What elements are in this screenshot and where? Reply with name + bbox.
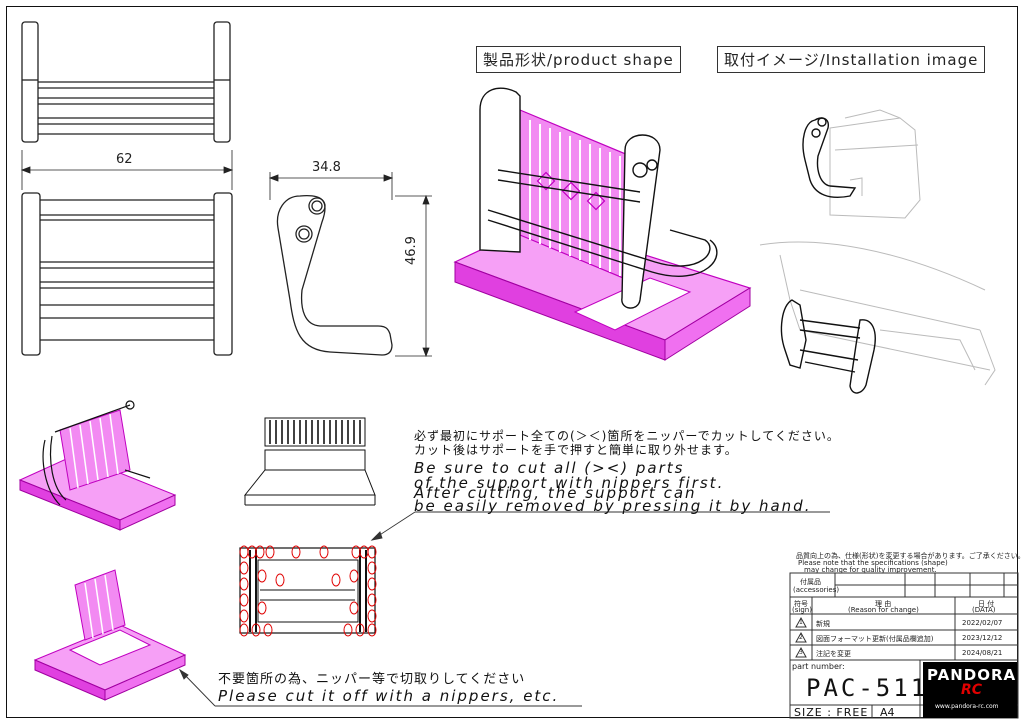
side-profile [276, 194, 393, 356]
reason-header-en: (Reason for change) [848, 606, 919, 614]
part-dimension-lines [268, 172, 432, 358]
date-header-jp: 日 付 [978, 600, 995, 608]
part-number-label: part number: [792, 662, 845, 671]
spec-note-en-2: may change for quality improvement. [804, 566, 937, 574]
support-top-view [239, 545, 377, 637]
reason-header-jp: 理 由 [875, 600, 892, 608]
spec-note-jp: 品質向上の為、仕様(形状)を変更する場合があります。ご了承ください。 [796, 552, 1024, 560]
jp-unneeded-note: 不要箇所の為、ニッパー等で切取りしてください [218, 672, 526, 687]
brand-website: www.pandora-rc.com [935, 703, 999, 710]
date-header-en: (DATA) [972, 606, 996, 614]
change-date-1: 2022/02/07 [962, 619, 1003, 627]
sign-header-en: (sign) [792, 606, 812, 614]
brand-sub: RC [961, 682, 983, 698]
iso-render-small-1 [18, 400, 177, 531]
paper-size: A4 [880, 706, 895, 719]
change-sign-1: 1 [799, 619, 803, 626]
iso-render-small-2 [33, 569, 187, 701]
jp-cut-note-1: 必ず最初にサポート全ての(＞＜)箇所をニッパーでカットしてください。 [414, 429, 840, 443]
iso-product-render [453, 87, 752, 361]
sign-header-jp: 符号 [794, 600, 808, 608]
change-reason-3: 注記を変更 [816, 650, 851, 658]
title-block-frame [789, 572, 1019, 719]
change-date-2: 2023/12/12 [962, 634, 1003, 642]
width-dimension-line [20, 150, 234, 190]
en-cut-note-4: be easily removed by pressing it by hand… [414, 497, 812, 515]
change-reason-1: 新規 [816, 620, 830, 628]
change-sign-2: 2 [799, 634, 803, 641]
spec-note-en-1: Please note that the specifications (sha… [798, 559, 948, 567]
part-number: PAC-511 [806, 674, 929, 702]
size-label: SIZE : FREE [794, 706, 869, 719]
installation-image-label: 取付イメージ/Installation image [717, 46, 986, 73]
brand-name: PANDORA [927, 666, 1017, 684]
change-reason-2: 図面フォーマット更新(付属品欄追加) [816, 635, 934, 643]
en-unneeded-note: Please cut it off with a nippers, etc. [218, 687, 560, 705]
support-front-view [243, 417, 376, 506]
change-sign-3: 3 [799, 649, 803, 656]
product-shape-label: 製品形状/product shape [476, 46, 681, 73]
accessories-label-en: (accessories) [793, 586, 840, 594]
drawing-sheet [6, 6, 1018, 718]
leader-lines [178, 511, 830, 707]
front-view [21, 192, 233, 356]
width-dimension: 62 [116, 152, 133, 167]
en-cut-note-3: After cutting, the support can [414, 484, 697, 502]
part-height-dimension: 46.9 [404, 236, 419, 265]
change-date-3: 2024/08/21 [962, 649, 1003, 657]
en-cut-note-1: Be sure to cut all (><) parts [414, 459, 685, 477]
part-width-dimension: 34.8 [312, 160, 341, 175]
installation-image [759, 109, 996, 394]
jp-cut-note-2: カット後はサポートを手で押すと簡単に取り外せます。 [414, 443, 738, 457]
accessories-label-jp: 付属品 [800, 578, 821, 586]
top-view [21, 21, 231, 143]
en-cut-note-2: of the support with nippers first. [414, 474, 725, 492]
pandora-logo: PANDORA RC www.pandora-rc.com [923, 662, 1017, 718]
